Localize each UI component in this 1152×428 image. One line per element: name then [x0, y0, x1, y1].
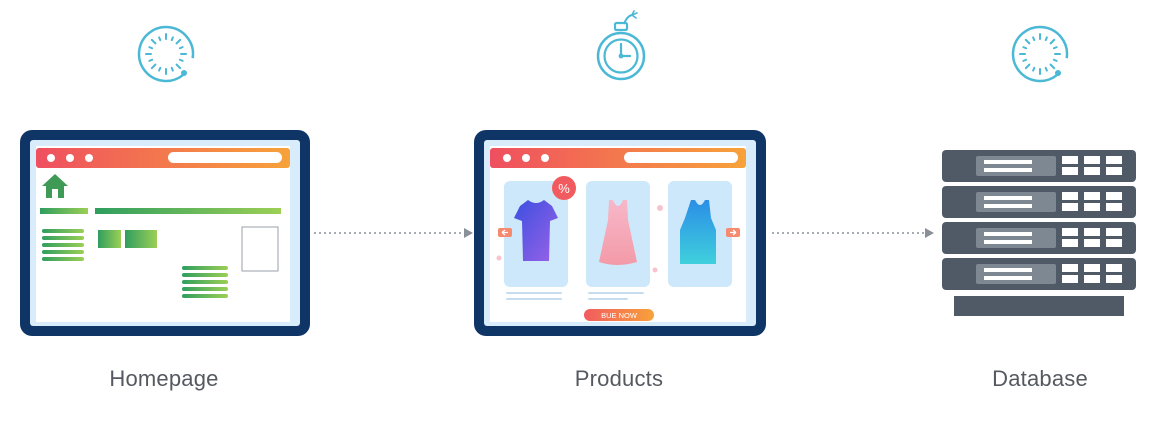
- discount-badge: [552, 176, 576, 200]
- svg-text:BUE NOW: BUE NOW: [601, 311, 638, 320]
- circular-timer-icon: [137, 25, 195, 83]
- svg-text:%: %: [558, 181, 570, 196]
- products-label: Products: [574, 366, 664, 391]
- flow-arrow-homepage-to-products: [314, 228, 473, 238]
- server-unit: [942, 150, 1136, 182]
- products-device: % BUE NOW: [474, 130, 766, 336]
- flow-arrow-products-to-database: [772, 228, 934, 238]
- server-unit: [942, 258, 1136, 290]
- homepage-label: Homepage: [109, 366, 219, 391]
- stopwatch-icon: [596, 10, 646, 81]
- server-rack-icon: [942, 150, 1136, 316]
- homepage-device: [20, 130, 310, 336]
- buy-now-button: [584, 309, 654, 321]
- circular-timer-icon: [1011, 25, 1069, 83]
- home-icon: [42, 174, 68, 198]
- server-unit: [942, 186, 1136, 218]
- server-unit: [942, 222, 1136, 254]
- database-label: Database: [992, 366, 1088, 391]
